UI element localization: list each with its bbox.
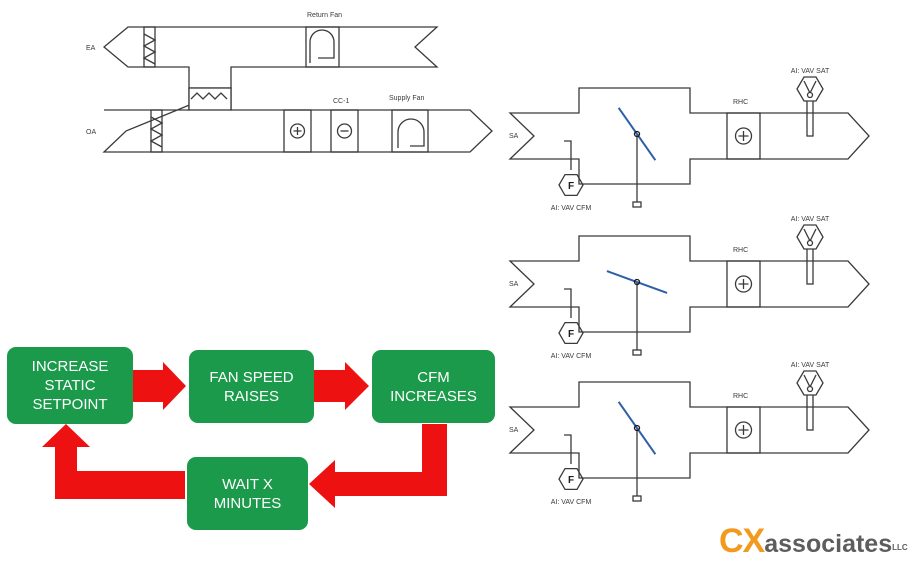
- arrow-step1-to-step2: [133, 362, 186, 410]
- flow-sensor-glyph: F: [568, 329, 574, 340]
- arrow-step4-to-step1: [42, 424, 185, 499]
- damper-pivot: [633, 130, 641, 138]
- flow-probe: [564, 140, 572, 170]
- vav-cfm-label: AI: VAV CFM: [551, 499, 592, 506]
- damper-actuator: [632, 349, 642, 356]
- flow-sensor: [558, 467, 584, 491]
- rhc-label: RHC: [733, 99, 748, 106]
- flow-sensor-glyph: F: [568, 181, 574, 192]
- flow-sensor: [558, 321, 584, 345]
- logo-cx: CX: [719, 522, 765, 560]
- cx-associates-logo: CXassociatesLLC: [719, 524, 908, 563]
- logo-mark: LLC: [892, 543, 908, 552]
- cooling-coil: [330, 109, 359, 153]
- sat-sensor: [796, 224, 824, 250]
- sat-sensor: [796, 370, 824, 396]
- step-increase-static-setpoint: INCREASE STATIC SETPOINT: [7, 347, 133, 424]
- sa-label: SA: [509, 281, 519, 288]
- logo-associates: associates: [764, 530, 893, 558]
- supply-fan-label: Supply Fan: [389, 95, 425, 102]
- ea-label: EA: [86, 45, 96, 52]
- vav-cfm-label: AI: VAV CFM: [551, 353, 592, 360]
- step-cfm-increases: CFM INCREASES: [372, 350, 495, 423]
- vav-casing: [508, 87, 870, 185]
- damper-blade: [617, 401, 657, 455]
- sat-sensor: [796, 76, 824, 102]
- step-wait-x-minutes: WAIT X MINUTES: [187, 457, 308, 530]
- arrow-step3-to-step4: [309, 424, 447, 508]
- vav-casing: [508, 235, 870, 333]
- damper-pivot: [633, 278, 641, 286]
- vav-sat-label: AI: VAV SAT: [791, 362, 830, 369]
- rhc-label: RHC: [733, 393, 748, 400]
- damper-pivot: [633, 424, 641, 432]
- arrow-step2-to-step3: [314, 362, 369, 410]
- damper-actuator: [632, 201, 642, 208]
- reheat-coil: [726, 406, 761, 454]
- damper-blade: [606, 270, 668, 294]
- vav-box: F SA RHC AI: VAV SAT AI: VAV CFM: [508, 216, 870, 360]
- vav-cfm-label: AI: VAV CFM: [551, 205, 592, 212]
- reheat-coil: [726, 112, 761, 160]
- vav-casing: [508, 381, 870, 479]
- exhaust-damper: [143, 26, 156, 68]
- step-fan-speed-raises: FAN SPEED RAISES: [189, 350, 314, 423]
- vav-box: F SA RHC AI: VAV SAT AI: VAV CFM: [508, 362, 870, 506]
- flow-probe: [564, 434, 572, 464]
- oa-label: OA: [86, 129, 96, 136]
- supply-fan-housing: [391, 109, 429, 153]
- heating-coil: [283, 109, 312, 153]
- rhc-label: RHC: [733, 247, 748, 254]
- damper-actuator: [632, 495, 642, 502]
- return-fan-label: Return Fan: [307, 12, 342, 19]
- flow-sensor-glyph: F: [568, 475, 574, 486]
- sa-label: SA: [509, 427, 519, 434]
- vav-sat-label: AI: VAV SAT: [791, 68, 830, 75]
- flow-sensor: [558, 173, 584, 197]
- return-fan-housing: [305, 26, 340, 68]
- reheat-coil: [726, 260, 761, 308]
- vav-box: F SA RHC AI: VAV SAT AI: VAV CFM: [508, 68, 870, 212]
- sa-label: SA: [509, 133, 519, 140]
- damper-blade: [617, 107, 657, 161]
- outside-air-damper: [150, 109, 163, 153]
- flow-probe: [564, 288, 572, 318]
- vav-sat-label: AI: VAV SAT: [791, 216, 830, 223]
- cooling-coil-label: CC-1: [333, 98, 349, 105]
